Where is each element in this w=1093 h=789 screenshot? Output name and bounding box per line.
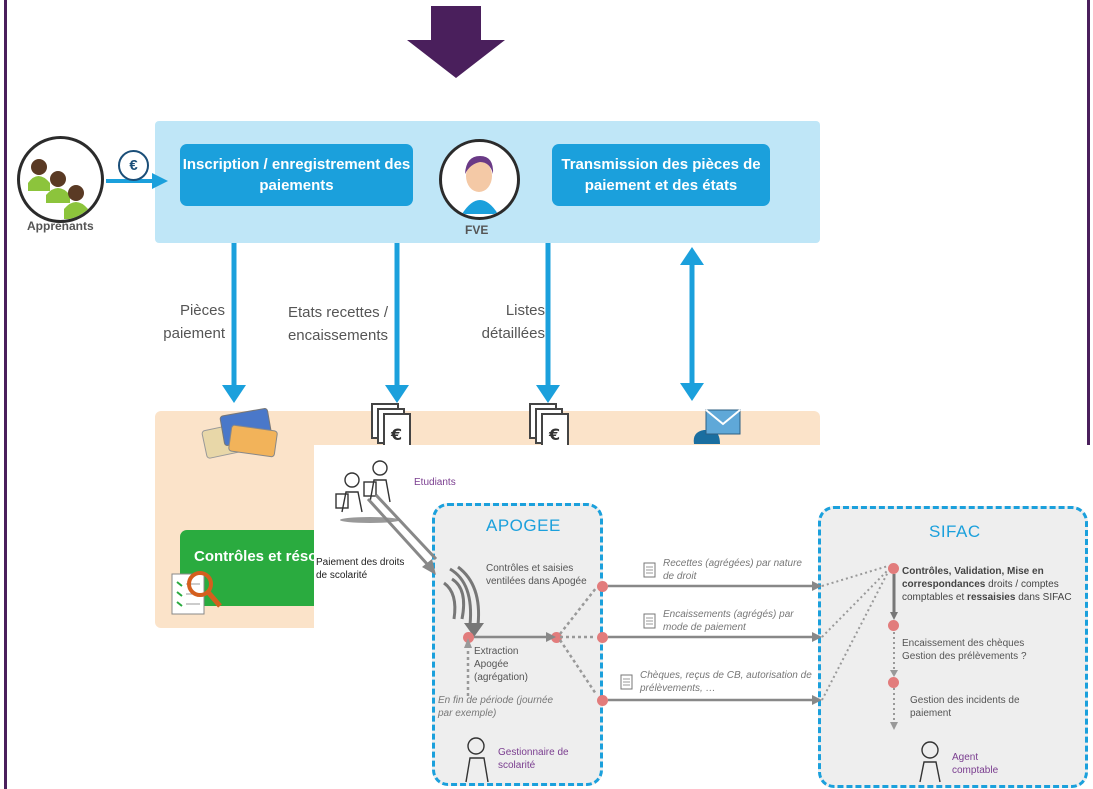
aggregation-node [551,632,562,643]
sifac-title: SIFAC [929,522,981,541]
cheques-label: Chèques, reçus de CB, autorisation de pr… [640,670,812,694]
gestion-prelevements-label: Gestion des prélèvements ? [902,651,1027,662]
fve-agent-avatar [439,139,520,220]
frame-right [1087,0,1090,789]
apprenants-avatar [17,136,104,223]
fve-label: FVE [465,223,489,237]
recettes-label: Recettes (agrégées) par nature de droit [663,558,802,582]
agent-comptable-icon [919,741,941,783]
apogee-connectors [464,587,598,696]
down-arrow-icon [407,6,505,78]
pieces-paiement-label: Pièces paiement [163,302,225,342]
documents-euro-icon: € [371,403,411,449]
apogee-title: APOGEE [486,516,561,535]
students-flow-arrows [366,493,466,620]
controles-ecarts-label: Contrôles et résolution des écarts [194,548,330,565]
gestionnaire-label: Gestionnaire de scolarité [498,747,569,771]
etudiants-label: Etudiants [414,477,456,488]
extraction-node [463,632,474,643]
apogee-zone [432,503,603,786]
document-icon-3 [620,674,633,690]
phone-mail-icon [693,409,741,444]
gestionnaire-icon [465,737,489,783]
extraction-label: Extraction Apogée (agrégation) [474,646,528,683]
document-icon [643,562,656,578]
svg-text:€: € [548,425,560,444]
transmission-box: Transmission des pièces de paiement et d… [552,144,770,206]
apprenants-label: Apprenants [27,219,94,233]
etats-recettes-label: Etats recettes / encaissements [287,304,388,344]
apprenants-arrow [106,173,168,189]
agent-icon [462,156,498,214]
encaissements-agreges-label: Encaissements (agrégés) par mode de paie… [663,609,794,633]
apogee-controles-label: Contrôles et saisies ventilées dans Apog… [486,563,587,587]
svg-text:€: € [390,425,402,444]
sifac-connectors [890,574,898,730]
fin-periode-label: En fin de période (journée par exemple) [438,695,554,719]
recettes-node [597,581,608,592]
magnifier-checklist-icon [171,571,222,615]
curved-arrows [449,565,484,637]
sifac-controles-label: Contrôles, Validation, Mise en correspon… [902,566,1072,603]
apogee-sifac-arrows [608,565,889,705]
encaissement-cheques-label: Encaissement des chèques [902,638,1025,649]
sifac-controle-node [888,563,899,574]
listes-detaillees-label: Listes détaillées [481,302,545,342]
people-icon [28,159,88,219]
documents-euro-icon-2: € [529,403,569,449]
euro-icon: € [118,150,149,181]
sifac-incidents-node [888,677,899,688]
encaissements-node [597,632,608,643]
credit-cards-icon [201,408,278,459]
sifac-zone [818,506,1088,788]
frame-left [4,0,7,789]
gestion-incidents-label: Gestion des incidents de paiement [910,695,1020,719]
document-icon-2 [643,613,656,629]
paiement-droits-label: Paiement des droits de scolarité [316,557,405,581]
agent-comptable-label: Agent comptable [952,752,999,776]
sifac-encaissement-node [888,620,899,631]
inscription-box: Inscription / enregistrement des paiemen… [180,144,413,206]
flow-arrows [222,243,704,403]
cheques-node [597,695,608,706]
